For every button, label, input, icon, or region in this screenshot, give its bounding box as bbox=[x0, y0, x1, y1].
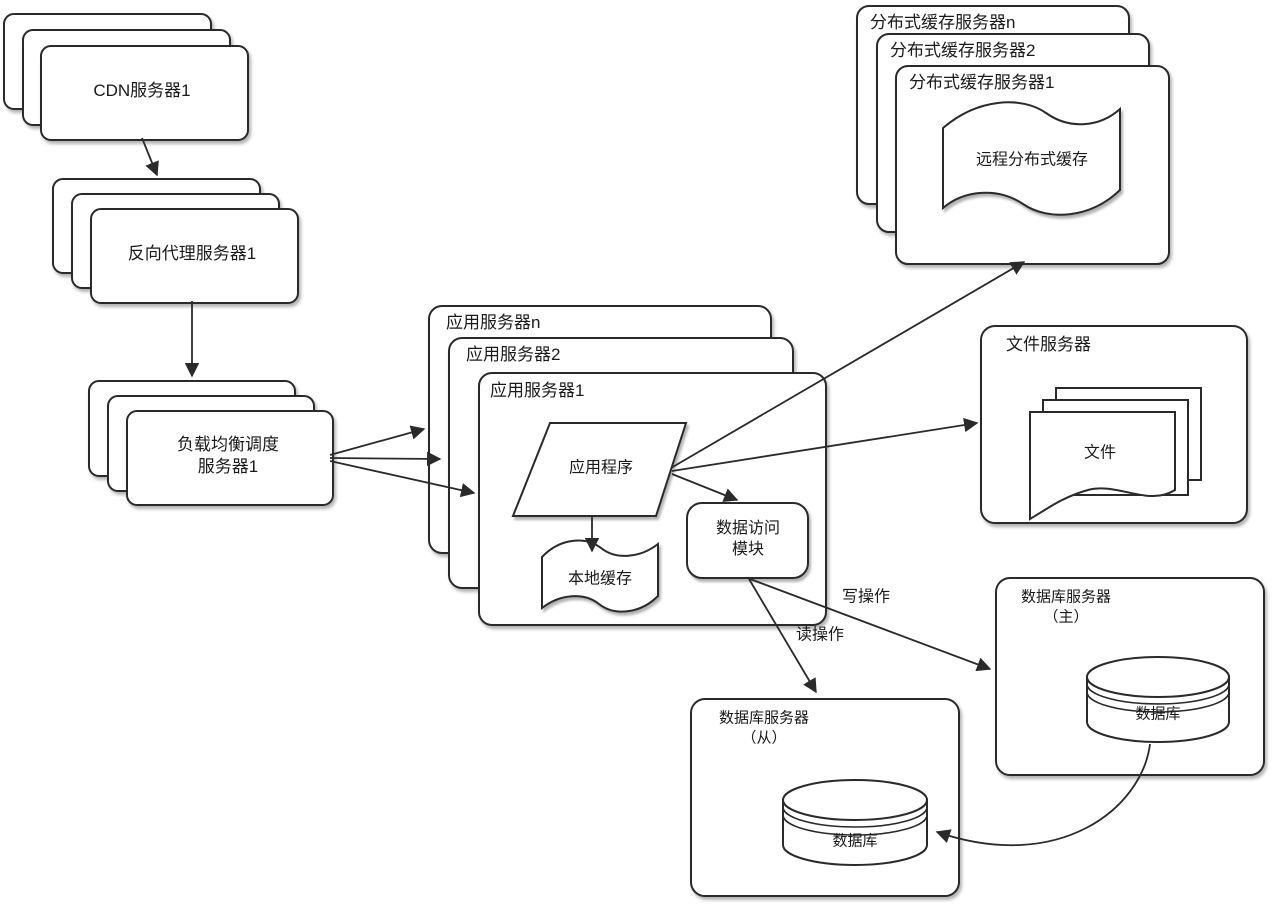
data-access-module-label-line2: 模块 bbox=[731, 541, 765, 558]
db-slave-cylinder-label: 数据库 bbox=[832, 832, 878, 850]
db-master-cylinder-ring2 bbox=[1086, 691, 1230, 713]
app-server-2-label: 应用服务器2 bbox=[466, 345, 561, 364]
remote-distributed-cache-wave bbox=[942, 101, 1121, 216]
db-server-slave-label: 数据库服务器 （从） bbox=[719, 709, 809, 748]
cdn-server-label: CDN服务器1 bbox=[93, 80, 191, 100]
arrow-master-db-to-slave-db-replication bbox=[935, 743, 1151, 847]
read-operation-label: 读操作 bbox=[795, 626, 845, 644]
arrow-app-program-to-distributed-cache bbox=[670, 261, 1026, 469]
data-access-module-label: 数据访问 模块 bbox=[716, 519, 780, 561]
write-operation-label: 写操作 bbox=[841, 588, 891, 606]
db-server-master-label: 数据库服务器 （主） bbox=[1021, 588, 1111, 627]
load-balancer-card-front bbox=[126, 410, 334, 506]
data-access-module-label-line1: 数据访问 bbox=[715, 520, 781, 538]
local-cache-label: 本地缓存 bbox=[567, 570, 633, 588]
distributed-cache-n-label: 分布式缓存服务器n bbox=[870, 13, 1016, 32]
reverse-proxy-label: 反向代理服务器1 bbox=[127, 243, 257, 263]
db-slave-cylinder bbox=[782, 779, 928, 866]
db-master-cylinder-ring1 bbox=[1086, 683, 1230, 705]
db-server-master-role: （主） bbox=[1043, 608, 1089, 625]
arrow-app-program-to-data-access-module bbox=[671, 473, 739, 502]
db-slave-cylinder-ring2 bbox=[782, 814, 928, 836]
app-program-label: 应用程序 bbox=[568, 459, 634, 477]
load-balancer-label-line2: 服务器1 bbox=[197, 457, 259, 476]
reverse-proxy-card-front bbox=[90, 208, 299, 304]
file-document-front bbox=[1029, 411, 1176, 521]
db-slave-cylinder-ring1 bbox=[782, 806, 928, 828]
distributed-cache-2-label: 分布式缓存服务器2 bbox=[890, 41, 1036, 60]
arrow-lb-to-app-server-n bbox=[329, 425, 426, 456]
db-server-slave-role: （从） bbox=[741, 729, 787, 746]
app-server-1-label: 应用服务器1 bbox=[490, 381, 585, 400]
arrow-lb-to-app-server-1 bbox=[329, 460, 476, 498]
file-server-label: 文件服务器 bbox=[1006, 335, 1091, 354]
cdn-server-card-front bbox=[40, 45, 249, 141]
data-access-module-box bbox=[686, 502, 809, 579]
arrow-app-program-to-file-server bbox=[671, 417, 979, 472]
db-server-slave-title: 数据库服务器 bbox=[718, 709, 810, 727]
load-balancer-label: 负载均衡调度 服务器1 bbox=[177, 434, 279, 478]
db-master-cylinder-top bbox=[1086, 656, 1230, 698]
app-server-n-label: 应用服务器n bbox=[446, 313, 541, 332]
file-documents bbox=[1029, 387, 1202, 521]
app-program-parallelogram bbox=[511, 422, 688, 517]
arrow-module-to-master-db-write bbox=[749, 578, 992, 672]
db-master-cylinder bbox=[1086, 656, 1230, 743]
db-slave-cylinder-top bbox=[782, 779, 928, 821]
arrow-module-to-slave-db-read bbox=[748, 578, 817, 694]
load-balancer-label-line1: 负载均衡调度 bbox=[177, 434, 279, 454]
arrow-cdn-to-reverse-proxy bbox=[141, 137, 159, 177]
distributed-cache-1-card bbox=[895, 65, 1170, 265]
arrow-lb-to-app-server-2 bbox=[329, 451, 442, 467]
remote-distributed-cache-label: 远程分布式缓存 bbox=[975, 151, 1089, 169]
distributed-cache-1-label: 分布式缓存服务器1 bbox=[909, 73, 1055, 92]
db-server-master-title: 数据库服务器 bbox=[1020, 588, 1112, 606]
db-master-cylinder-label: 数据库 bbox=[1135, 705, 1181, 723]
files-label: 文件 bbox=[1083, 444, 1117, 462]
